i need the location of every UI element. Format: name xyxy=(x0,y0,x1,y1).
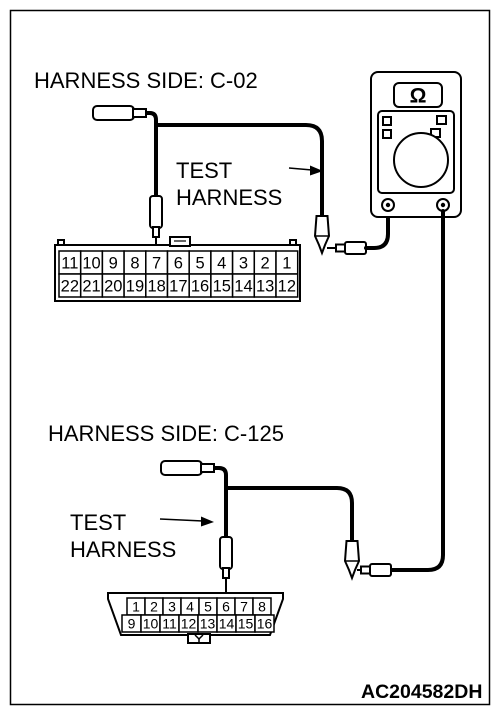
c02-pin-label: 15 xyxy=(213,277,231,295)
diagram-frame xyxy=(9,9,491,706)
c02-pin-label: 14 xyxy=(234,277,252,295)
c125-test-harness-clip xyxy=(343,540,362,581)
range-dial xyxy=(393,132,449,188)
meter-lead-right-wire xyxy=(389,209,445,572)
c125-pin-label: 15 xyxy=(238,616,254,632)
c02-pin-label: 8 xyxy=(130,254,139,272)
c02-probe-neck xyxy=(152,226,160,238)
c125-pin-label: 11 xyxy=(162,616,177,632)
terminal-left-center xyxy=(385,202,391,208)
c02-pin-label: 18 xyxy=(147,277,165,295)
c125-plug-neck xyxy=(200,463,215,473)
c125-plug-body xyxy=(160,460,203,476)
meter-lead-left-wire xyxy=(364,210,390,250)
terminal-right-center xyxy=(440,202,446,208)
c125-pin-label: 7 xyxy=(240,599,248,615)
ohm-display xyxy=(393,82,443,108)
c02-test-harness-plug xyxy=(92,105,147,121)
c02-test-harness-clip xyxy=(313,215,337,256)
c125-test-harness-wire-probe xyxy=(212,466,228,540)
c125-pin-label: 5 xyxy=(204,599,212,615)
c125-arrow-head xyxy=(201,516,214,527)
c02-plug-neck xyxy=(132,108,147,118)
connector-c02-notch-left xyxy=(57,239,65,246)
indicator-right-top-icon xyxy=(436,115,447,125)
c125-pin-label: 2 xyxy=(150,599,158,615)
c125-pin-label: 4 xyxy=(186,599,194,615)
c02-pin-label: 19 xyxy=(126,277,144,295)
c02-harness-side-label: HARNESS SIDE: C-02 xyxy=(34,68,258,93)
c125-pin-label: 10 xyxy=(143,616,159,632)
c02-test-harness-label-line1: TEST xyxy=(176,158,232,183)
c125-pin-label: 3 xyxy=(168,599,176,615)
c02-clip-body xyxy=(313,215,331,256)
indicator-left-bottom-icon xyxy=(382,129,392,139)
meter-lead-plug-right xyxy=(360,563,392,577)
c02-pin-label: 6 xyxy=(174,254,183,272)
c125-arrow-shaft xyxy=(159,518,204,522)
c125-pin-label: 6 xyxy=(222,599,230,615)
figure-code: AC204582DH xyxy=(361,681,482,703)
indicator-left-top-icon xyxy=(382,116,392,126)
c125-test-harness-arrow xyxy=(159,516,214,527)
c02-pin-label: 17 xyxy=(169,277,187,295)
c125-pin-label: 13 xyxy=(200,616,216,632)
c125-pin-label: 12 xyxy=(181,616,197,632)
c125-probe-body xyxy=(219,536,233,570)
c02-test-harness-label-line2: HARNESS xyxy=(176,185,282,210)
c125-pin-label: 9 xyxy=(128,616,136,632)
c02-pin-label: 13 xyxy=(256,277,274,295)
c125-clip-body xyxy=(343,540,361,581)
c125-probe xyxy=(219,536,233,599)
c02-pin-label: 4 xyxy=(217,254,226,272)
multimeter: Ω xyxy=(370,71,462,218)
c02-test-harness-wire-branch xyxy=(154,123,324,218)
c125-harness-side-label: HARNESS SIDE: C-125 xyxy=(48,421,284,446)
connector-c02-notch-right xyxy=(289,239,297,246)
c125-test-harness-plug xyxy=(160,460,215,476)
c02-pin-label: 12 xyxy=(278,277,296,295)
c02-arrow-shaft xyxy=(288,167,313,171)
c125-test-harness-wire-branch xyxy=(224,486,354,543)
c02-probe xyxy=(149,195,163,252)
c02-pin-label: 3 xyxy=(239,254,248,272)
c125-test-harness-label-line1: TEST xyxy=(70,510,126,535)
c125-pin-label: 1 xyxy=(132,599,140,615)
c02-plug-body xyxy=(92,105,135,121)
c125-test-harness-label-line2: HARNESS xyxy=(70,537,176,562)
c02-pin-label: 11 xyxy=(61,254,78,272)
c125-pin-label: 14 xyxy=(219,616,235,632)
meter-lead-plug-left-body xyxy=(344,241,367,255)
c02-pin-label: 21 xyxy=(82,277,100,295)
ohm-symbol-icon: Ω xyxy=(410,85,427,108)
c02-test-harness-arrow xyxy=(288,165,323,176)
c02-arrow-head xyxy=(310,165,323,176)
c02-pin-cell xyxy=(275,273,299,298)
c02-test-harness-wire-probe xyxy=(144,111,158,199)
meter-lead-plug-right-body xyxy=(369,563,392,577)
c02-pin-label: 5 xyxy=(195,254,204,272)
c125-pin-label: 8 xyxy=(258,599,266,615)
c125-probe-neck xyxy=(222,567,230,579)
c02-pin-label: 9 xyxy=(109,254,118,272)
c125-pin-cell xyxy=(254,614,275,633)
c02-pin-label: 2 xyxy=(261,254,270,272)
meter-lead-plug-left xyxy=(335,241,367,255)
c02-pin-label: 22 xyxy=(61,277,79,295)
c02-pin-label: 7 xyxy=(152,254,161,272)
c02-pin-label: 10 xyxy=(82,254,100,272)
c02-pin-label: 20 xyxy=(104,277,122,295)
c125-pin-label: 16 xyxy=(257,616,273,632)
c02-probe-body xyxy=(149,195,163,229)
c02-pin-label: 1 xyxy=(282,254,291,272)
c02-pin-label: 16 xyxy=(191,277,209,295)
